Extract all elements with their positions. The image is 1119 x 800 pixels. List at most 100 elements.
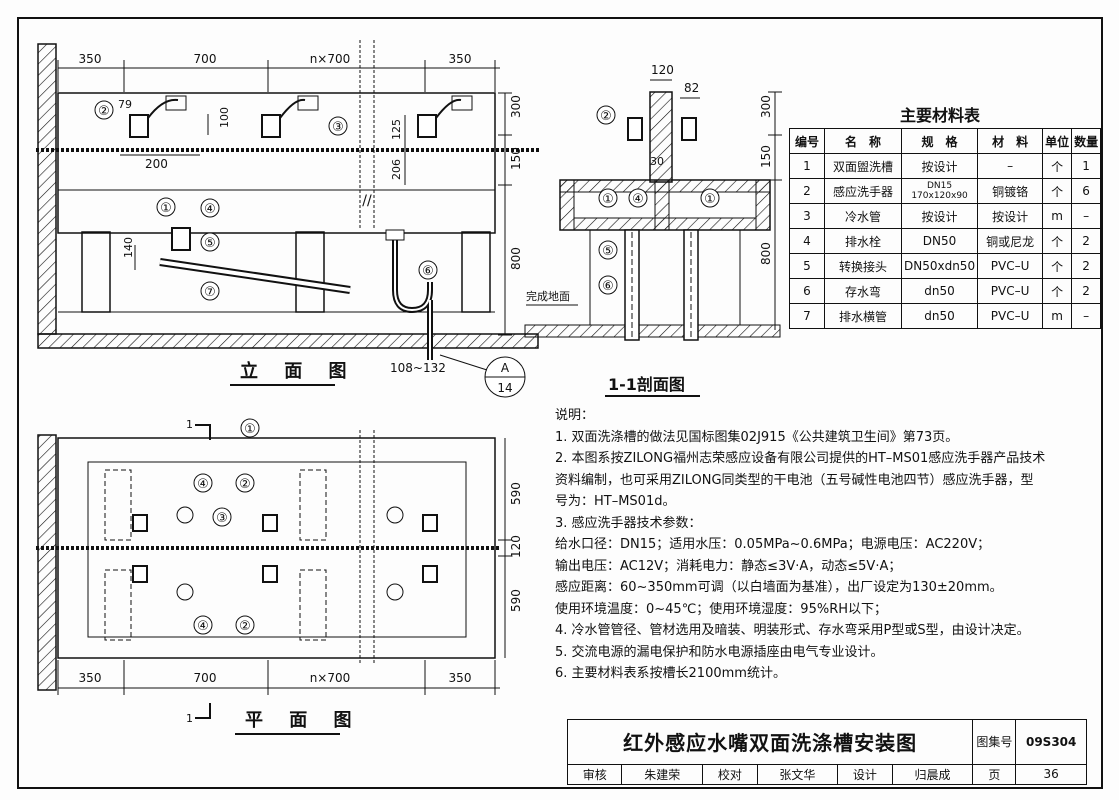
design-label: 设计 [837, 763, 893, 786]
callout-2: ② [98, 104, 110, 119]
dim-120: 120 [651, 63, 674, 77]
sec-callout-5: ⑤ [602, 244, 614, 259]
page-no: 36 [1015, 763, 1087, 786]
note-line: 给水口径：DN15；适用水压：0.05MPa~0.6MPa；电源电压：AC220… [555, 537, 991, 552]
callout-4: ④ [204, 202, 216, 217]
materials-cell: 2 [1071, 278, 1102, 304]
title-block: 红外感应水嘴双面洗涤槽安装图 图集号 09S304 审核 朱建荣 校对 张文华 … [566, 719, 1087, 786]
note-line: 输出电压：AC12V；消耗电力：静态≤3V·A，动态≤5V·A； [555, 558, 902, 574]
materials-cell: 个 [1042, 228, 1073, 254]
materials-cell: 排水横管 [824, 303, 902, 329]
plan-dim-590a: 590 [509, 482, 523, 505]
materials-cell: 按设计 [977, 203, 1044, 229]
materials-cell: 1 [789, 153, 825, 179]
materials-cell: – [1071, 303, 1102, 329]
plan-dim-590b: 590 [509, 589, 523, 612]
materials-cell: 双面盥洗槽 [824, 153, 902, 179]
wall-hatch [37, 43, 57, 335]
dim-top-3: 350 [449, 52, 472, 66]
drawing-title: 红外感应水嘴双面洗涤槽安装图 [566, 719, 974, 765]
plan-callout-1: ① [244, 422, 256, 437]
plan-dim-nx700: n×700 [310, 671, 351, 685]
materials-cell: 按设计 [900, 153, 979, 179]
materials-title: 主要材料表 [900, 106, 981, 125]
plan-callout-4b: ④ [197, 619, 209, 634]
note-line: 1. 双面洗涤槽的做法见国标图集02J915《公共建筑卫生间》第73页。 [555, 429, 959, 445]
materials-cell: 3 [789, 203, 825, 229]
section-view: 完成地面 120 82 30 [524, 63, 782, 397]
materials-header: 编号 名 称 规 格 材 料 单位 数量 [789, 128, 1102, 154]
atlas-no: 09S304 [1015, 719, 1087, 765]
callout-6: ⑥ [422, 264, 434, 279]
materials-cell: PVC–U [977, 278, 1044, 304]
notes-heading: 说明： [555, 408, 595, 423]
materials-cell: dn50 [900, 303, 979, 329]
check-label: 校对 [702, 763, 758, 786]
materials-cell: 感应洗手器 [824, 178, 902, 204]
designer: 归晨成 [891, 763, 974, 786]
atlas-label: 图集号 [972, 719, 1017, 765]
sink-body [57, 92, 496, 234]
note-line: 6. 主要材料表系按槽长2100mm统计。 [555, 666, 786, 681]
notes-lines: 1. 双面洗涤槽的做法见国标图集02J915《公共建筑卫生间》第73页。 2. 本… [555, 427, 1090, 685]
materials-cell: PVC–U [977, 303, 1044, 329]
dim-200: 200 [145, 157, 168, 171]
sec-callout-1b: ① [704, 192, 716, 207]
dim-top-1: 700 [194, 52, 217, 66]
section-mark-bottom: 1 [186, 712, 193, 725]
dim-right-150: 150 [509, 147, 523, 170]
plan-view: 590 120 590 350 700 n×700 350 1 1 ① ④ ② … [36, 418, 523, 735]
plan-callout-3: ③ [216, 511, 228, 526]
dim-108-132: 108~132 [390, 361, 446, 375]
sheet-border [17, 17, 1103, 789]
materials-cell: 2 [1071, 253, 1102, 279]
sec-callout-6: ⑥ [602, 279, 614, 294]
note-line: 2. 本图系按ZILONG福州志荣感应设备有限公司提供的HT–MS01感应洗手器… [555, 451, 1046, 466]
materials-cell: 2 [789, 178, 825, 204]
dim-79: 79 [118, 98, 132, 111]
dim-125: 125 [390, 119, 403, 140]
materials-cell: 7 [789, 303, 825, 329]
review-label: 审核 [566, 763, 623, 786]
sec-dim-150: 150 [759, 145, 773, 168]
materials-cell: 4 [789, 228, 825, 254]
note-line: 5. 交流电源的漏电保护和防水电源插座由电气专业设计。 [555, 644, 884, 660]
plan-callout-4a: ④ [197, 477, 209, 492]
note-line: 使用环境温度：0~45℃；使用环境湿度：95%RH以下； [555, 601, 888, 617]
dim-206: 206 [390, 159, 403, 180]
callout-7: ⑦ [204, 285, 216, 300]
dim-top-2: n×700 [310, 52, 351, 66]
materials-cell: DN50xdn50 [900, 253, 979, 279]
sec-dim-300: 300 [759, 95, 773, 118]
plan-title: 平 面 图 [245, 710, 362, 731]
materials-cell: 2 [1071, 228, 1102, 254]
callout-1: ① [160, 201, 172, 216]
detail-ref-a: A [501, 361, 510, 375]
checker: 张文华 [756, 763, 839, 786]
note-line: 资料编制，也可采用ZILONG同类型的干电池（五号碱性电池四节）感应洗手器，型 [555, 472, 1034, 488]
note-line: 号为：HT–MS01d。 [555, 494, 676, 509]
materials-cell: m [1042, 303, 1073, 329]
plan-callout-2a: ② [239, 477, 251, 492]
section-mark-top: 1 [186, 418, 193, 431]
materials-cell: 按设计 [900, 203, 979, 229]
elevation-view: 350 700 n×700 350 // [36, 40, 540, 398]
callout-5: ⑤ [204, 236, 216, 251]
sec-dim-800: 800 [759, 242, 773, 265]
materials-cell: 个 [1042, 278, 1073, 304]
materials-cell: 排水栓 [824, 228, 902, 254]
sec-callout-4: ④ [632, 192, 644, 207]
materials-cell: – [977, 153, 1044, 179]
dim-82: 82 [684, 81, 699, 95]
materials-cell: – [1071, 203, 1102, 229]
callout-3: ③ [332, 120, 344, 135]
materials-cell: 转换接头 [824, 253, 902, 279]
dim-100: 100 [218, 107, 231, 128]
